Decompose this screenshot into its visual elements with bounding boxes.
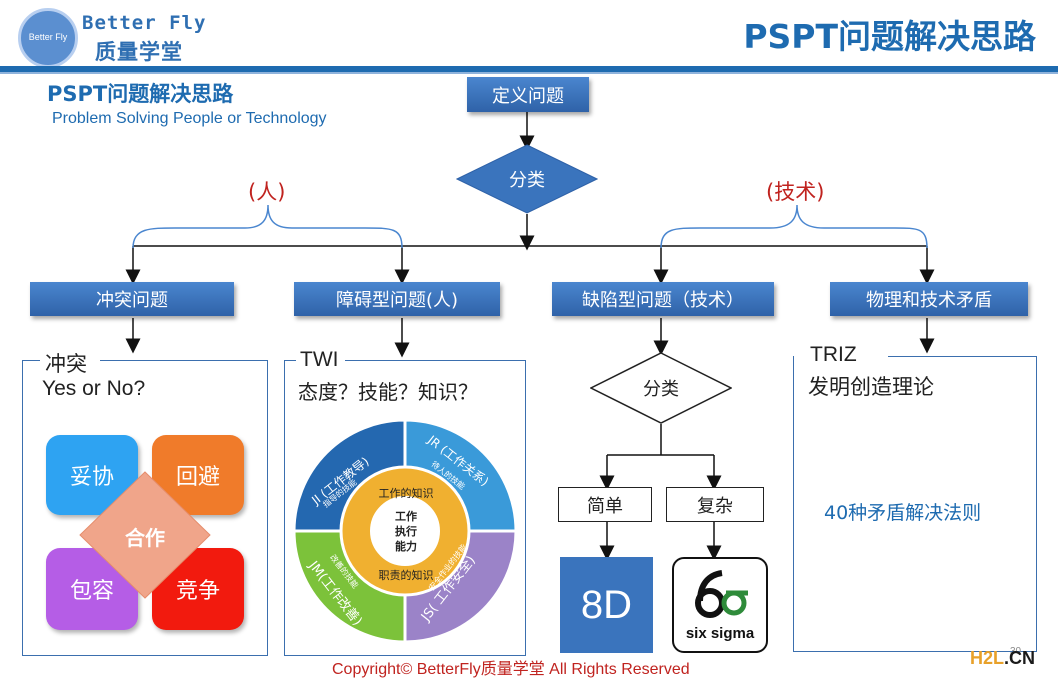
category-contradiction: 物理和技术矛盾 xyxy=(830,282,1028,316)
category-conflict: 冲突问题 xyxy=(30,282,234,316)
complex-label: 复杂 xyxy=(697,495,733,517)
twi-ring-top: 工作的知识 xyxy=(378,487,434,500)
brand-name-en: Better Fly xyxy=(82,12,207,34)
brand-name-cn: 质量学堂 xyxy=(95,40,183,64)
page-number: 30 xyxy=(1010,646,1022,657)
logo-text: Better Fly xyxy=(28,32,68,43)
simple-label: 简单 xyxy=(587,495,623,517)
define-problem-box: 定义问题 xyxy=(467,77,589,112)
category-label: 障碍型问题(人) xyxy=(335,290,459,311)
six-sigma-label: six sigma xyxy=(685,625,755,642)
triz-title: TRIZ xyxy=(808,343,859,367)
category-label: 物理和技术矛盾 xyxy=(866,290,992,311)
category-defect: 缺陷型问题（技术） xyxy=(552,282,774,316)
twi-wheel xyxy=(292,418,518,644)
defect-classify-diamond xyxy=(590,352,732,424)
classify-diamond xyxy=(456,144,598,214)
six-sigma-logo-icon xyxy=(695,570,748,618)
copyright-text: Copyright© BetterFly质量学堂 All Rights Rese… xyxy=(332,661,690,678)
conflict-panel-top-left xyxy=(22,360,40,361)
define-problem-label: 定义问题 xyxy=(492,85,564,107)
conflict-question: Yes or No? xyxy=(42,377,146,400)
classify-label: 分类 xyxy=(509,170,545,191)
twi-core-line: 执行 xyxy=(395,525,417,538)
tool-8d-label: 8D xyxy=(580,582,633,627)
section-subtitle: Problem Solving People or Technology xyxy=(52,110,327,127)
twi-core-text: 工作 执行 能力 xyxy=(380,509,432,554)
twi-panel-top-right xyxy=(345,360,526,361)
brand-logo: Better Fly xyxy=(18,8,78,68)
collaborate-label: 合作 xyxy=(125,526,165,550)
tool-8d: 8D xyxy=(560,557,653,653)
tool-six-sigma: six sigma xyxy=(672,557,768,653)
triz-desc: 发明创造理论 xyxy=(808,375,934,399)
tile-label: 回避 xyxy=(175,465,220,490)
twi-panel xyxy=(284,360,526,656)
category-label: 冲突问题 xyxy=(96,290,168,311)
twi-core-line: 工作 xyxy=(395,510,417,523)
simple-box: 简单 xyxy=(558,487,652,522)
page-title: PSPT问题解决思路 xyxy=(743,17,1036,56)
watermark: H2L.CN xyxy=(970,648,1035,669)
complex-box: 复杂 xyxy=(666,487,764,522)
defect-classify-label: 分类 xyxy=(643,379,679,400)
watermark-part-a: H2L xyxy=(970,648,1005,668)
conflict-panel xyxy=(22,360,268,656)
category-obstacle: 障碍型问题(人) xyxy=(294,282,500,316)
triz-rule: 40种矛盾解决法则 xyxy=(824,502,982,524)
twi-panel-top-left xyxy=(284,360,296,361)
triz-panel-top-right xyxy=(888,356,1037,357)
collaborate-diamond xyxy=(79,471,211,599)
conflict-title: 冲突 xyxy=(42,348,90,378)
twi-ring-bottom: 职责的知识 xyxy=(378,569,434,582)
title-divider-light xyxy=(0,72,1058,74)
twi-question: 态度？技能？知识？ xyxy=(298,380,478,404)
twi-title: TWI xyxy=(298,348,341,372)
branch-tech-label: (技术) xyxy=(766,180,825,204)
tile-label: 包容 xyxy=(69,579,114,604)
twi-core xyxy=(368,494,442,568)
title-divider xyxy=(0,66,1058,72)
branch-people-label: (人) xyxy=(248,180,286,204)
category-label: 缺陷型问题（技术） xyxy=(582,290,744,311)
triz-panel xyxy=(793,356,1037,652)
tile-label: 竞争 xyxy=(175,579,220,604)
watermark-part-b: .CN xyxy=(1004,648,1036,668)
twi-core-line: 能力 xyxy=(395,540,417,553)
tile-label: 妥协 xyxy=(69,465,114,490)
conflict-panel-top-right xyxy=(100,360,268,361)
section-title: PSPT问题解决思路 xyxy=(47,82,234,106)
